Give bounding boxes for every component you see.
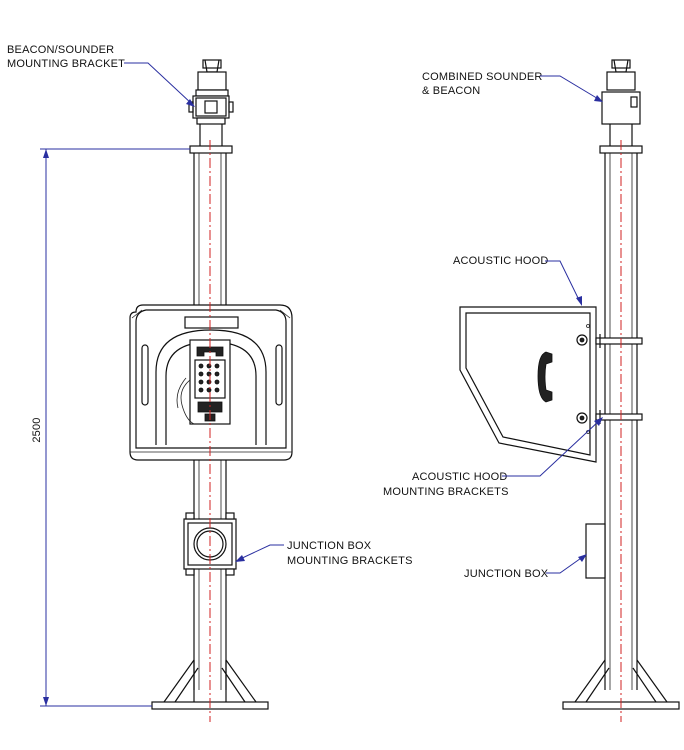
callout-combined-sounder: COMBINED SOUNDER & BEACON [422, 71, 603, 102]
combined-sounder-label-line2: & BEACON [422, 85, 480, 97]
side-view [459, 59, 680, 722]
height-dimension: 2500 [31, 148, 190, 707]
side-pole [604, 153, 638, 690]
front-beacon [195, 59, 229, 97]
side-junction-box [585, 523, 606, 579]
front-top-flange [189, 145, 233, 154]
combined-sounder-label-line1: COMBINED SOUNDER [422, 71, 543, 83]
acoustic-hood-label: ACOUSTIC HOOD [453, 255, 549, 267]
hood-brackets-label-line2: MOUNTING BRACKETS [383, 486, 509, 498]
junction-box-label: JUNCTION BOX [464, 568, 549, 580]
jb-brackets-label-line1: JUNCTION BOX [287, 540, 372, 552]
side-beacon [601, 59, 641, 146]
callout-beacon-bracket: BEACON/SOUNDER MOUNTING BRACKET [7, 44, 195, 107]
callout-jb-brackets: JUNCTION BOX MOUNTING BRACKETS [235, 540, 413, 567]
beacon-bracket-label-line2: MOUNTING BRACKET [7, 58, 125, 70]
callout-junction-box: JUNCTION BOX [464, 554, 587, 580]
callout-hood-brackets: ACOUSTIC HOOD MOUNTING BRACKETS [383, 417, 603, 498]
side-hood-brackets [595, 334, 643, 424]
front-beacon-bracket [188, 95, 234, 148]
callout-acoustic-hood: ACOUSTIC HOOD [453, 255, 582, 306]
hood-brackets-label-line1: ACOUSTIC HOOD [412, 471, 508, 483]
height-dimension-text: 2500 [31, 417, 43, 442]
beacon-bracket-label-line1: BEACON/SOUNDER [7, 44, 114, 56]
side-acoustic-hood [459, 306, 597, 463]
jb-brackets-label-line2: MOUNTING BRACKETS [287, 555, 413, 567]
keypad [198, 363, 220, 393]
front-view [129, 59, 293, 722]
